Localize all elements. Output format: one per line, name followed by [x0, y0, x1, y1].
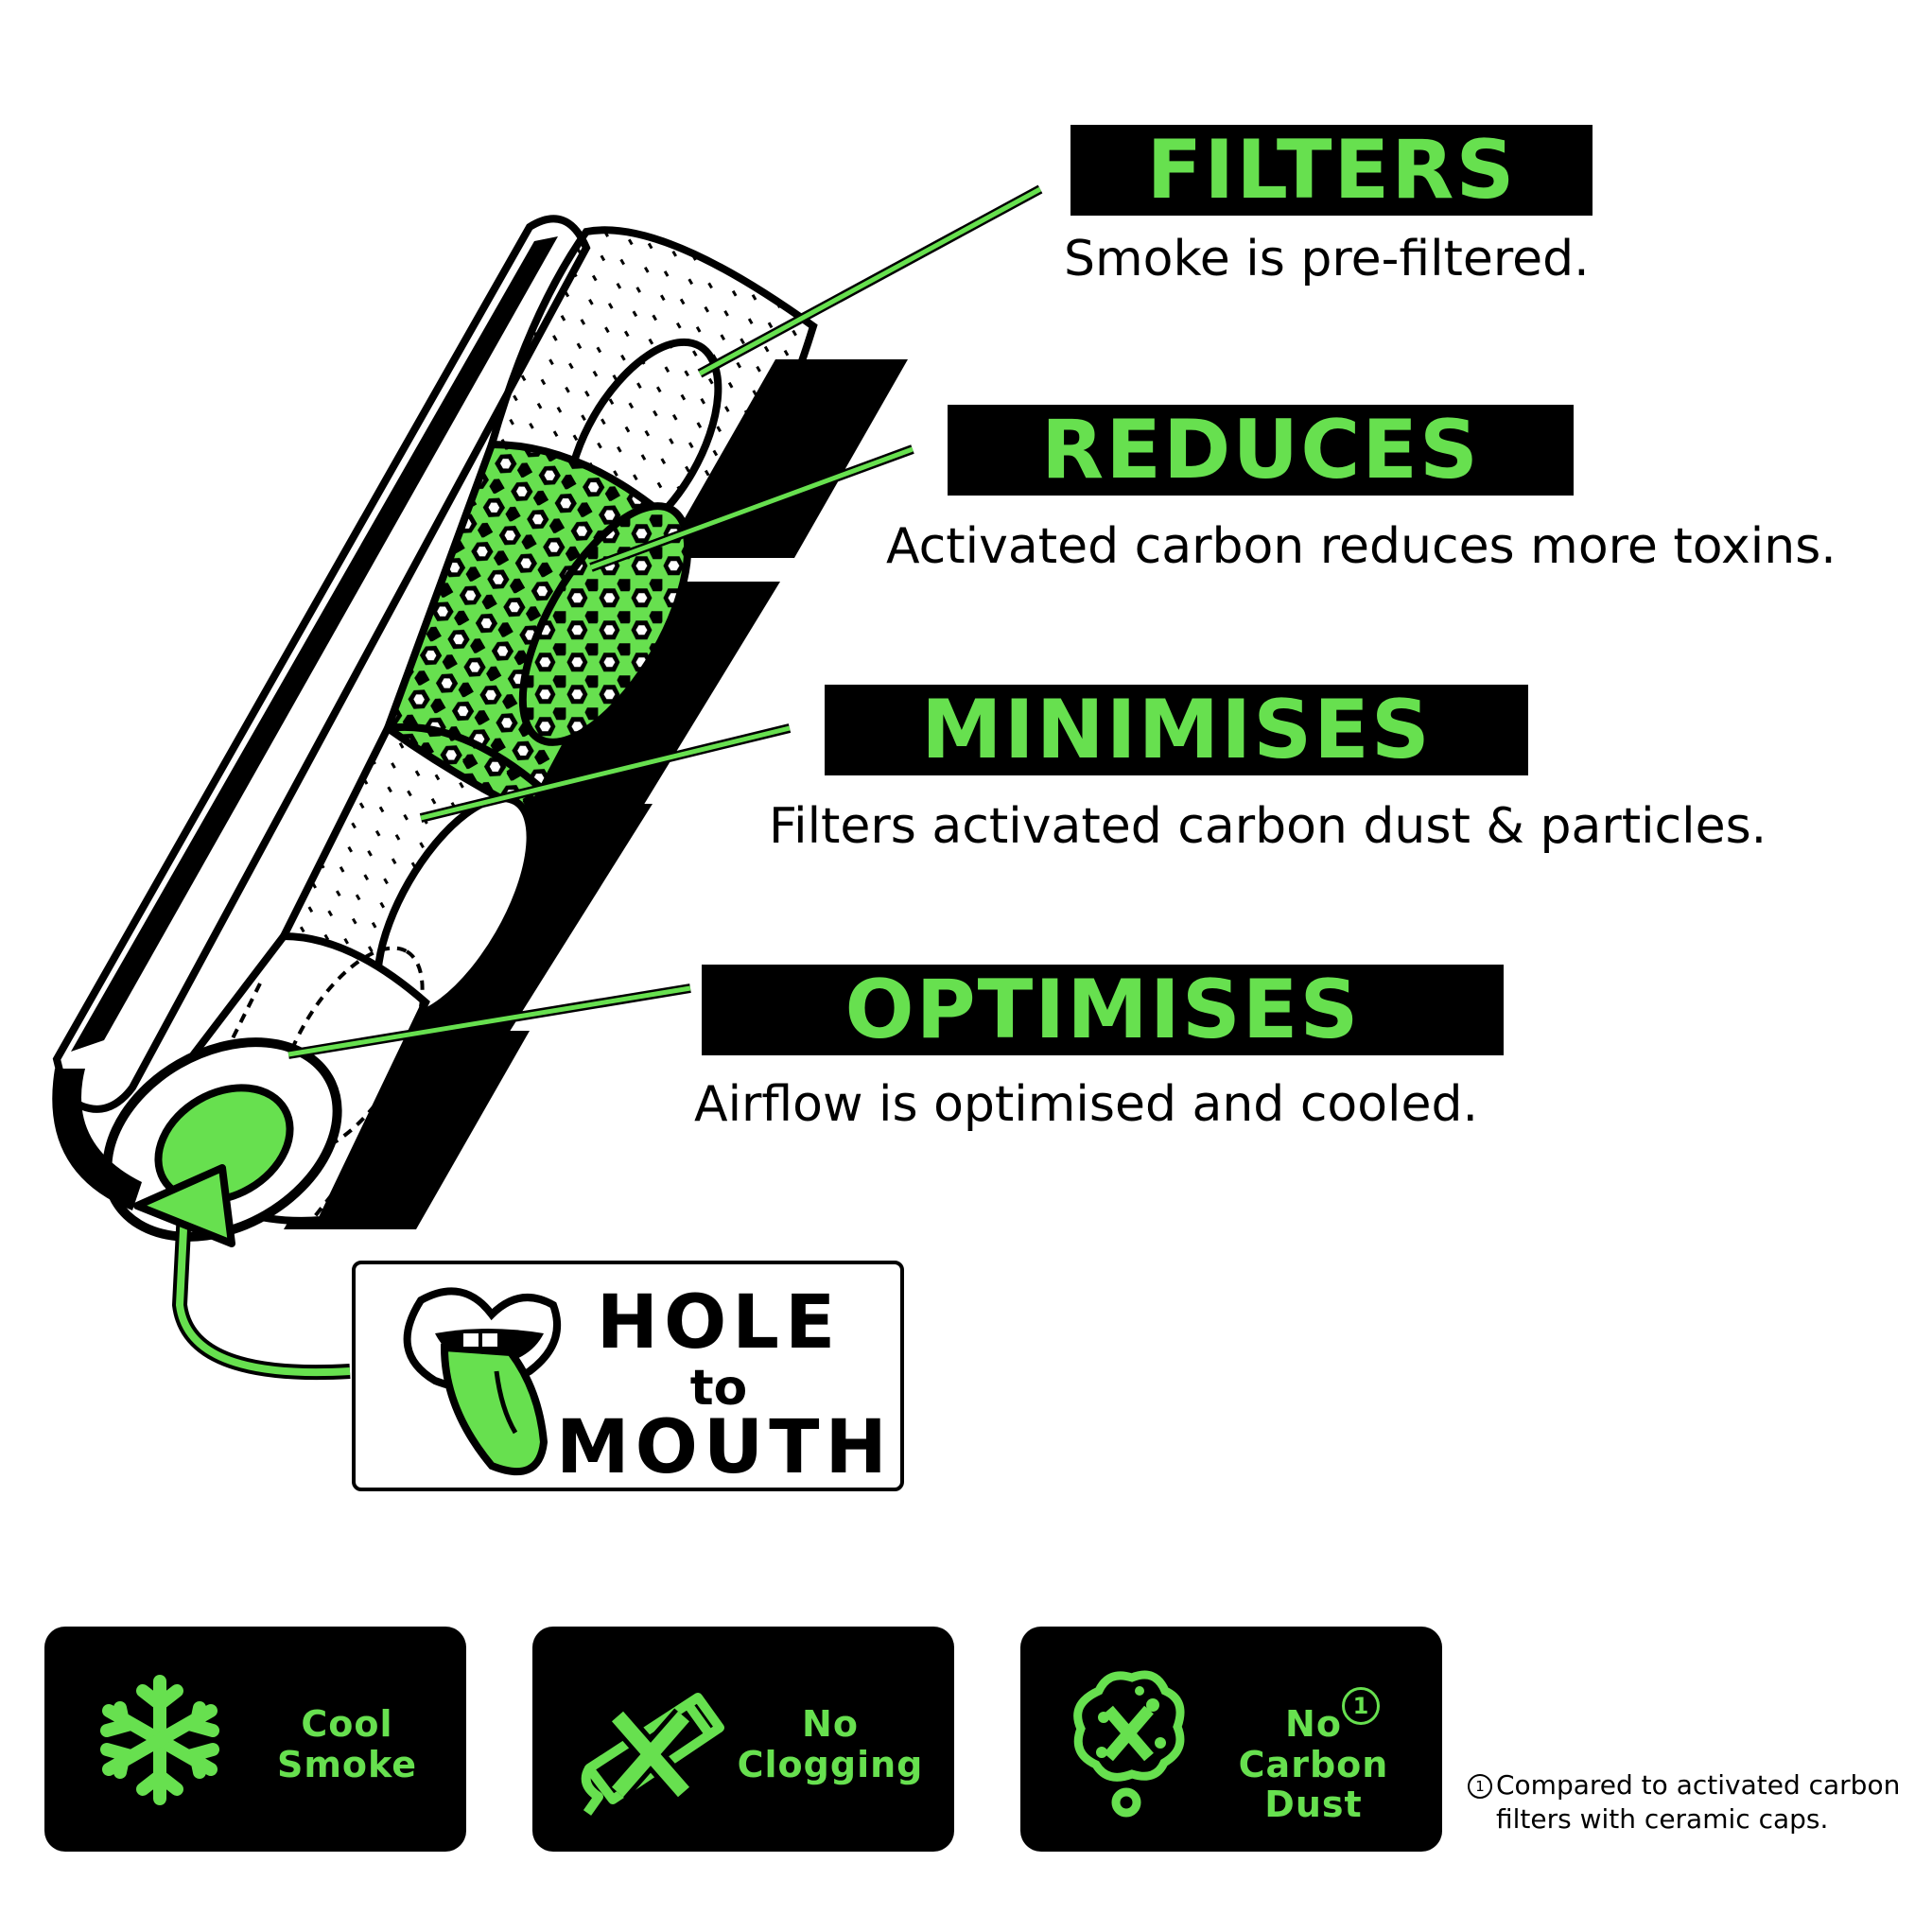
- card-cool-smoke-line2: Smoke: [276, 1743, 418, 1785]
- card-no-carbon-dust-line2: Carbon Dust: [1238, 1743, 1389, 1826]
- footnote-line1: Compared to activated carbon: [1496, 1769, 1901, 1801]
- feature-desc-filters: Smoke is pre-filtered.: [1064, 231, 1590, 287]
- footnote-ref-mark: 1: [1342, 1687, 1380, 1725]
- mouth-tongue-icon: [403, 1287, 562, 1476]
- casing-segment-2: [511, 582, 780, 837]
- card-no-clogging-line1: No: [802, 1703, 859, 1745]
- snowflake-icon: [100, 1675, 219, 1805]
- no-clog-filter-icon: [581, 1693, 724, 1816]
- feature-title-minimises: MINIMISES: [825, 685, 1528, 775]
- outer-tube-shadow: [71, 236, 558, 1052]
- casing-segment-4: [284, 1031, 530, 1229]
- feature-desc-minimises: Filters activated carbon dust & particle…: [769, 798, 1767, 855]
- hole-label-line3: MOUTH: [556, 1405, 893, 1490]
- card-cool-smoke: Cool Smoke: [44, 1627, 466, 1852]
- arrow-head: [133, 1164, 235, 1247]
- no-dust-icon: [1073, 1670, 1185, 1818]
- pointer-lines: [287, 184, 1043, 1059]
- hole-label-line2: to: [689, 1360, 748, 1417]
- feature-title-filters: FILTERS: [1070, 125, 1593, 216]
- card-no-clogging-line2: Clogging: [737, 1743, 924, 1785]
- prefilter-segment: [487, 226, 818, 534]
- footnote-mark: 1: [1468, 1774, 1492, 1799]
- footnote-line2: filters with ceramic caps.: [1496, 1803, 1829, 1836]
- card-no-carbon-dust: No Carbon Dust 1: [1020, 1627, 1442, 1852]
- feature-desc-reduces: Activated carbon reduces more toxins.: [886, 518, 1836, 575]
- card-no-carbon-dust-line1: No: [1285, 1703, 1342, 1745]
- card-no-clogging: No Clogging: [532, 1627, 954, 1852]
- feature-desc-optimises: Airflow is optimised and cooled.: [694, 1076, 1479, 1133]
- hole-label-line1: HOLE: [596, 1280, 842, 1366]
- feature-title-optimises: OPTIMISES: [702, 965, 1504, 1055]
- card-cool-smoke-line1: Cool: [301, 1703, 393, 1745]
- feature-title-reduces: REDUCES: [948, 405, 1574, 496]
